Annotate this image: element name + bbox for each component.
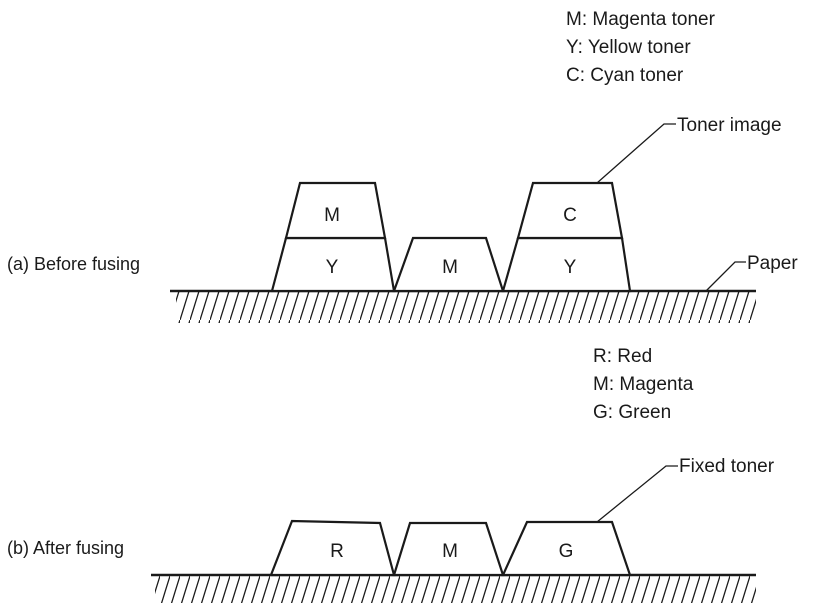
toner-stack3-top-label: C xyxy=(563,205,577,226)
fused-toner-magenta-label: M xyxy=(442,541,458,562)
after-fusing-caption: (b) After fusing xyxy=(7,538,124,558)
toner-stack1-bottom-label: Y xyxy=(326,257,339,278)
fused-toner-magenta xyxy=(392,521,505,577)
before-fusing-caption: (a) Before fusing xyxy=(7,254,140,274)
paper-leader-line xyxy=(705,261,746,292)
toner-stack1-top xyxy=(284,181,387,240)
paper-callout: Paper xyxy=(747,253,798,274)
legend-magenta: M: Magenta xyxy=(593,374,694,395)
paper-hatching-before xyxy=(176,291,756,323)
fixed-toner-leader-line xyxy=(596,465,678,523)
toner-stack3-top xyxy=(516,181,624,240)
toner-stack3-bottom-label: Y xyxy=(564,257,577,278)
toner-stack1-top-label: M xyxy=(324,205,340,226)
fused-toner-red xyxy=(269,519,396,577)
legend-cyan-toner: C: Cyan toner xyxy=(566,65,684,86)
legend-green: G: Green xyxy=(593,402,671,423)
toner-stack2-label: M xyxy=(442,257,458,278)
toner-stack2 xyxy=(392,236,505,293)
fused-toner-green xyxy=(501,520,632,577)
after-fusing-panel: R: Red M: Magenta G: Green R M G (b) Aft… xyxy=(7,346,775,603)
legend-red: R: Red xyxy=(593,346,652,367)
paper-hatching-after xyxy=(155,575,756,603)
toner-image-callout: Toner image xyxy=(677,115,782,136)
toner-image-leader-line xyxy=(596,123,676,184)
legend-magenta-toner: M: Magenta toner xyxy=(566,9,716,30)
fused-toner-green-label: G xyxy=(559,541,574,562)
fused-toner-red-label: R xyxy=(330,541,344,562)
legend-yellow-toner: Y: Yellow toner xyxy=(566,37,691,58)
fixed-toner-callout: Fixed toner xyxy=(679,456,775,477)
before-fusing-panel: M: Magenta toner Y: Yellow toner C: Cyan… xyxy=(7,9,798,323)
